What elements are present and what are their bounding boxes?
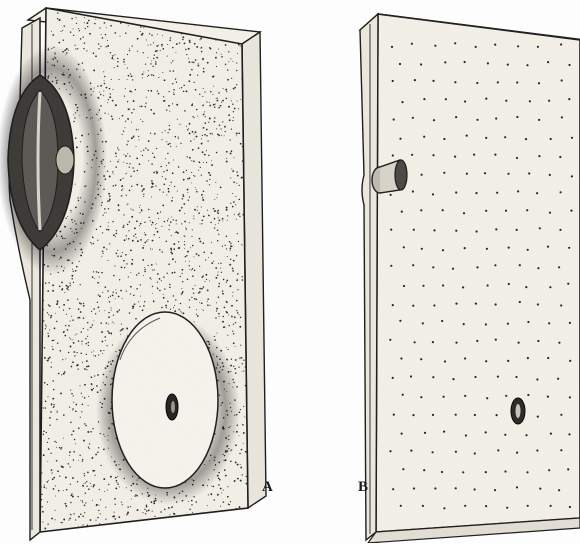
panel-b-left-edge xyxy=(360,14,378,540)
panel-label-b: B xyxy=(358,479,368,496)
panel-label-a: A xyxy=(262,479,273,496)
panel-a-tissue-block xyxy=(0,8,266,540)
panel-b-front-face xyxy=(376,14,580,532)
panel-b-tissue-block xyxy=(360,14,580,543)
panel-a-lower-lesion xyxy=(112,312,218,488)
